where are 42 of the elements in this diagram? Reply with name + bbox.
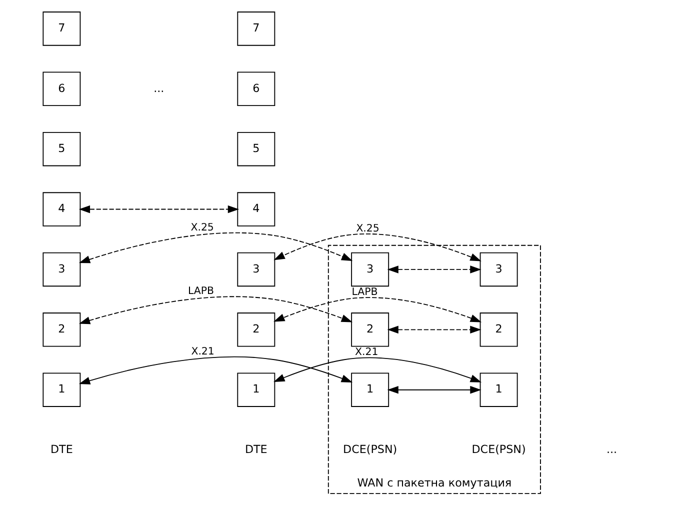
arrow (78, 296, 353, 324)
node-box: 3 (351, 252, 390, 287)
edge-label: LAPB (188, 286, 214, 298)
label: ... (606, 442, 618, 456)
arrow (78, 232, 353, 264)
node-box: 2 (351, 312, 390, 347)
node-label: DCE(PSN) (472, 442, 526, 456)
arrow (78, 205, 240, 214)
edge-label: X.25 (190, 222, 214, 234)
node-box: 3 (480, 252, 518, 287)
arrow (274, 357, 482, 382)
node-box: 7 (237, 12, 276, 46)
node-label: DCE(PSN) (343, 442, 398, 456)
node-box: 5 (42, 132, 81, 166)
arrow (274, 297, 482, 322)
node-box: 4 (237, 192, 276, 226)
edge-label: X.21 (355, 346, 378, 358)
node-box: 5 (237, 132, 276, 166)
node-label: DTE (244, 442, 268, 456)
node-box: 2 (480, 312, 518, 347)
edge-label: LAPB (352, 286, 378, 298)
node-box: 1 (480, 372, 518, 407)
node-box: 3 (237, 252, 276, 287)
label: ... (154, 82, 164, 95)
node-label: DTE (50, 442, 73, 456)
arrow (78, 356, 353, 384)
node-box: 2 (42, 312, 81, 347)
edge-label: X.21 (191, 346, 214, 358)
arrow (387, 326, 482, 334)
node-box: 6 (42, 72, 81, 106)
node-box: 1 (351, 372, 390, 407)
node-box: 7 (42, 12, 81, 46)
node-box: 2 (237, 312, 276, 347)
node-box: 1 (42, 372, 81, 407)
arrow (274, 233, 482, 262)
node-box: 1 (237, 372, 276, 407)
arrow (387, 386, 482, 394)
node-box: 4 (42, 192, 81, 226)
node-box: 3 (42, 252, 81, 287)
node-box: 6 (237, 72, 276, 106)
arrow (387, 266, 482, 274)
edge-label: X.25 (356, 223, 380, 234)
